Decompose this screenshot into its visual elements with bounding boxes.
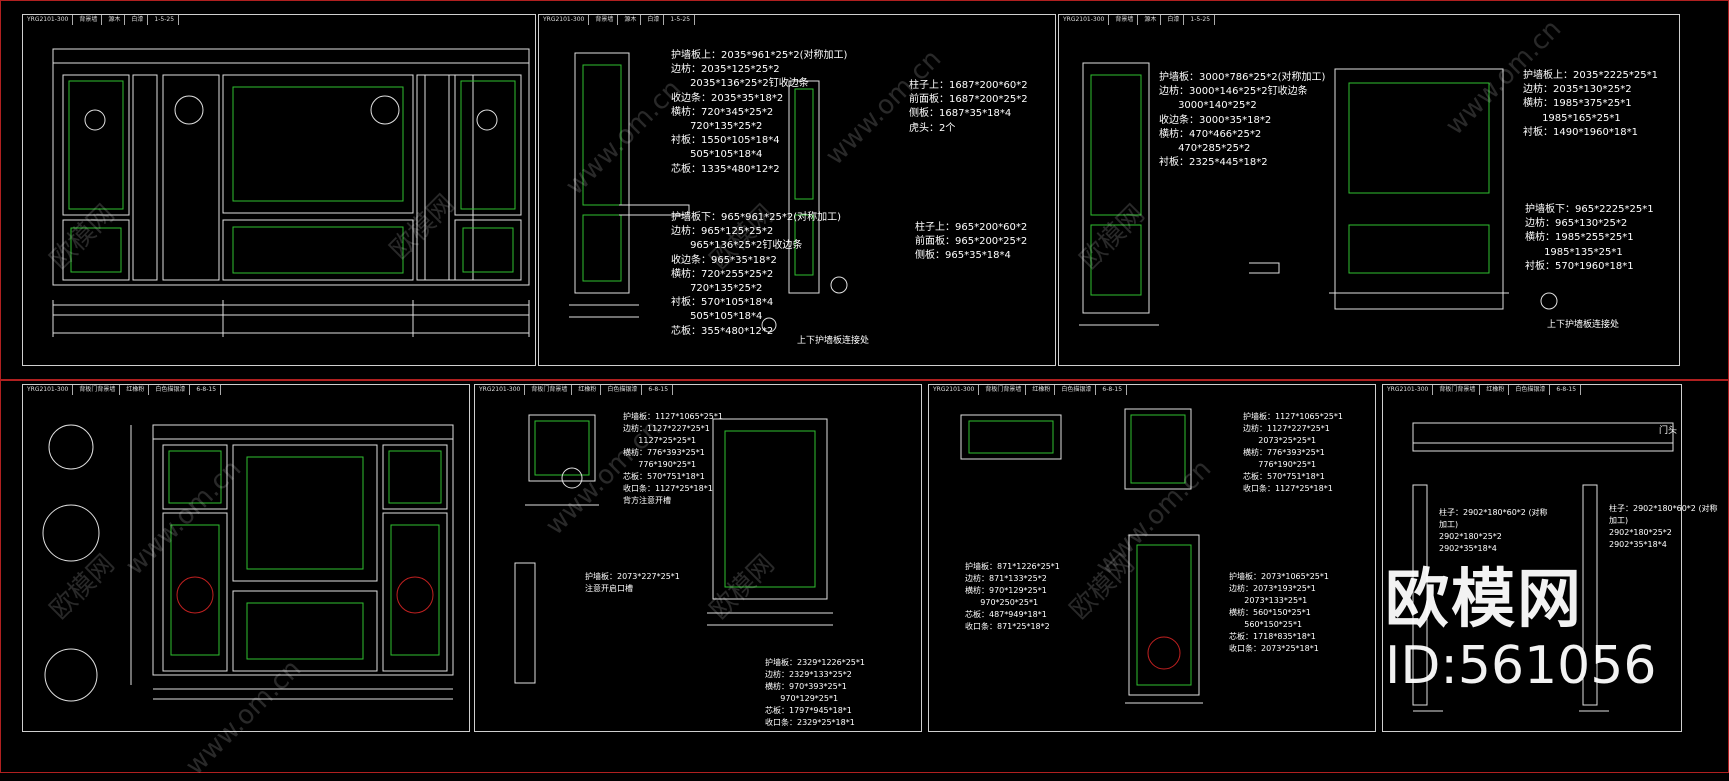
material: 红橡粉: [122, 385, 150, 395]
spec-top-panel: 护墙板：1127*1065*25*1 边枋：1127*227*25*1 2073…: [1243, 412, 1343, 493]
finish: 白色描银漆: [603, 385, 643, 395]
spec-upper-panel: 护墙板上：2035*2225*25*1 边枋：2035*130*25*2 横枋：…: [1523, 70, 1658, 138]
door-wall-elevation-drawing: [42, 424, 454, 702]
drawing-sheet-3[interactable]: YRG2101-300 背景墙 源木 白漆 1-5-25 护墙板：3000*78…: [1058, 14, 1680, 366]
spec-upper-column: 柱子上：1687*200*60*2 前面板：1687*200*25*2 侧板：1…: [909, 80, 1028, 134]
drawing-sheet-4[interactable]: YRG2101-300 背板门背景墙 红橡粉 白色描银漆 6-8-15: [22, 384, 470, 732]
finish: 白色描银漆: [1057, 385, 1097, 395]
spec-lower-column: 柱子上：965*200*60*2 前面板：965*200*25*2 侧板：965…: [915, 222, 1028, 262]
title-block: YRG2101-300 背板门背景墙 红橡粉 白色描银漆 6-8-15: [929, 385, 1128, 395]
drawing-name: 背景墙: [591, 15, 619, 25]
panel-elevation-drawing: [569, 52, 848, 333]
material: 源木: [1140, 15, 1162, 25]
drawing-sheet-2[interactable]: YRG2101-300 背景墙 源木 白漆 1-5-25 护墙板上：2035*9…: [538, 14, 1056, 366]
drawing-sheet-5[interactable]: YRG2101-300 背板门背景墙 红橡粉 白色描银漆 6-8-15 护墙板：…: [474, 384, 922, 732]
brand-logo: 欧模网: [1385, 563, 1583, 637]
spec-frame-panel: 护墙板：2073*227*25*1 注意开启口槽: [585, 572, 680, 593]
model-id: ID:561056: [1385, 636, 1657, 696]
material: 源木: [104, 15, 126, 25]
drawing-name: 背板门背景墙: [75, 385, 121, 395]
spec-lower-panel: 护墙板下：965*2225*25*1 边枋：965*130*25*2 横枋：19…: [1525, 204, 1654, 272]
drawing-name: 背板门背景墙: [1435, 385, 1481, 395]
panel-elevation-drawing: [514, 414, 833, 684]
drawing-name: 背景墙: [75, 15, 103, 25]
spec-upper-panel: 护墙板上：2035*961*25*2(对称加工) 边枋：2035*125*25*…: [671, 50, 848, 175]
drawing-code: YRG2101-300: [23, 15, 74, 25]
joint-caption: 上下护墙板连接处: [1547, 320, 1620, 330]
spec-column-b: 柱子：2902*180*60*2 (对称 加工) 2902*180*25*2 2…: [1609, 504, 1718, 549]
title-block: YRG2101-300 背板门背景墙 红橡粉 白色描银漆 6-8-15: [1383, 385, 1582, 395]
sheet-number: 6-8-15: [192, 385, 222, 395]
drawing-name: 背景墙: [1111, 15, 1139, 25]
drawing-sheet-1[interactable]: YRG2101-300 背景墙 源木 白漆 1-5-25: [22, 14, 536, 366]
sheet-number: 1-5-25: [1186, 15, 1216, 25]
material: 源木: [620, 15, 642, 25]
drawing-code: YRG2101-300: [1383, 385, 1434, 395]
title-block: YRG2101-300 背板门背景墙 红橡粉 白色描银漆 6-8-15: [475, 385, 674, 395]
drawing-name: 背板门背景墙: [527, 385, 573, 395]
panel-elevation-drawing: [1079, 62, 1558, 326]
spec-door-panel: 护墙板：2073*1065*25*1 边枋：2073*193*25*1 2073…: [1229, 572, 1329, 653]
spec-top-panel: 护墙板：1127*1065*25*1 边枋：1127*227*25*1 1127…: [623, 412, 723, 505]
column-elevation-drawing: [1412, 422, 1674, 712]
finish: 白漆: [127, 15, 149, 25]
drawing-code: YRG2101-300: [539, 15, 590, 25]
sheet-number: 1-5-25: [150, 15, 180, 25]
finish: 白漆: [1163, 15, 1185, 25]
spec-lower-panel: 护墙板下：965*961*25*2(对称加工) 边枋：965*125*25*2 …: [671, 212, 842, 337]
material: 红橡粉: [574, 385, 602, 395]
finish: 白色描银漆: [1511, 385, 1551, 395]
sheet-number: 6-8-15: [1552, 385, 1582, 395]
spec-column-a: 柱子：2902*180*60*2 (对称 加工) 2902*180*25*2 2…: [1439, 508, 1548, 553]
spec-wall-panel: 护墙板：3000*786*25*2(对称加工) 边枋：3000*146*25*2…: [1159, 72, 1326, 169]
drawing-sheet-6[interactable]: YRG2101-300 背板门背景墙 红橡粉 白色描银漆 6-8-15 护墙板：…: [928, 384, 1376, 732]
material: 红橡粉: [1028, 385, 1056, 395]
sheet-number: 6-8-15: [1098, 385, 1128, 395]
drawing-code: YRG2101-300: [475, 385, 526, 395]
sheet-number: 1-5-25: [666, 15, 696, 25]
finish: 白漆: [643, 15, 665, 25]
drawing-code: YRG2101-300: [929, 385, 980, 395]
drawing-sheet-7[interactable]: YRG2101-300 背板门背景墙 红橡粉 白色描银漆 6-8-15 柱子：2…: [1382, 384, 1718, 732]
door-head-label: 门头: [1659, 426, 1678, 436]
panel-elevation-drawing: [960, 408, 1203, 704]
spec-bottom-panel: 护墙板：2329*1226*25*1 边枋：2329*133*25*2 横枋：9…: [765, 658, 865, 727]
wall-elevation-drawing: [52, 48, 530, 337]
drawing-name: 背板门背景墙: [981, 385, 1027, 395]
joint-caption: 上下护墙板连接处: [797, 336, 870, 346]
material: 红橡粉: [1482, 385, 1510, 395]
title-block: YRG2101-300 背景墙 源木 白漆 1-5-25: [1059, 15, 1216, 25]
spec-side-panel: 护墙板：871*1226*25*1 边枋：871*133*25*2 横枋：970…: [965, 562, 1060, 631]
drawing-code: YRG2101-300: [23, 385, 74, 395]
sheet-number: 6-8-15: [644, 385, 674, 395]
finish: 白色描银漆: [151, 385, 191, 395]
title-block: YRG2101-300 背景墙 源木 白漆 1-5-25: [539, 15, 696, 25]
title-block: YRG2101-300 背景墙 源木 白漆 1-5-25: [23, 15, 180, 25]
title-block: YRG2101-300 背板门背景墙 红橡粉 白色描银漆 6-8-15: [23, 385, 222, 395]
drawing-code: YRG2101-300: [1059, 15, 1110, 25]
